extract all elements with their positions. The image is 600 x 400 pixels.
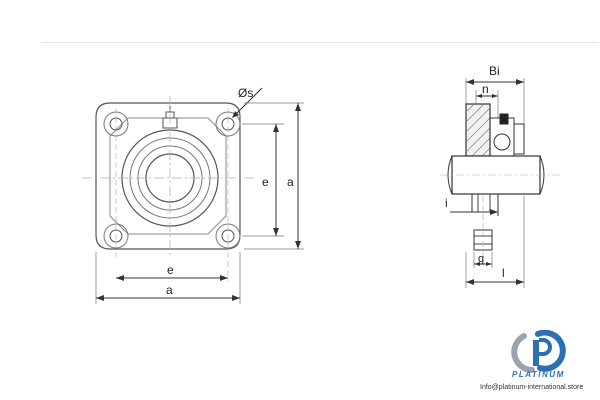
dim-g-label: g [478, 253, 484, 265]
set-screw [499, 113, 509, 125]
dim-a-vertical-label: a [287, 175, 294, 189]
logo-wordmark: PLATINUM [512, 370, 565, 379]
dim-e-vertical-label: e [262, 175, 269, 189]
front-view [82, 87, 304, 304]
dim-a-horizontal-label: a [166, 283, 173, 297]
dim-i-label: i [445, 196, 448, 210]
brand-block: PLATINUM Info@platinum-international.sto… [480, 330, 598, 398]
housing-lower [471, 193, 499, 213]
dim-e-horizontal-label: e [167, 263, 174, 277]
side-view [440, 78, 560, 288]
top-divider [42, 42, 598, 43]
bolt-hole-top-left [103, 111, 129, 137]
dim-n-label: n [482, 82, 489, 96]
hole-leader [235, 87, 263, 115]
housing-recess [109, 117, 227, 235]
hole-diameter-label: Øs [238, 86, 253, 100]
contact-email: Info@platinum-international.store [480, 384, 584, 391]
ball [493, 133, 511, 151]
platinum-logo-icon [511, 330, 566, 373]
dim-bi-label: Bi [489, 64, 500, 78]
housing-outline [95, 102, 241, 250]
dim-l-label: l [502, 266, 505, 280]
